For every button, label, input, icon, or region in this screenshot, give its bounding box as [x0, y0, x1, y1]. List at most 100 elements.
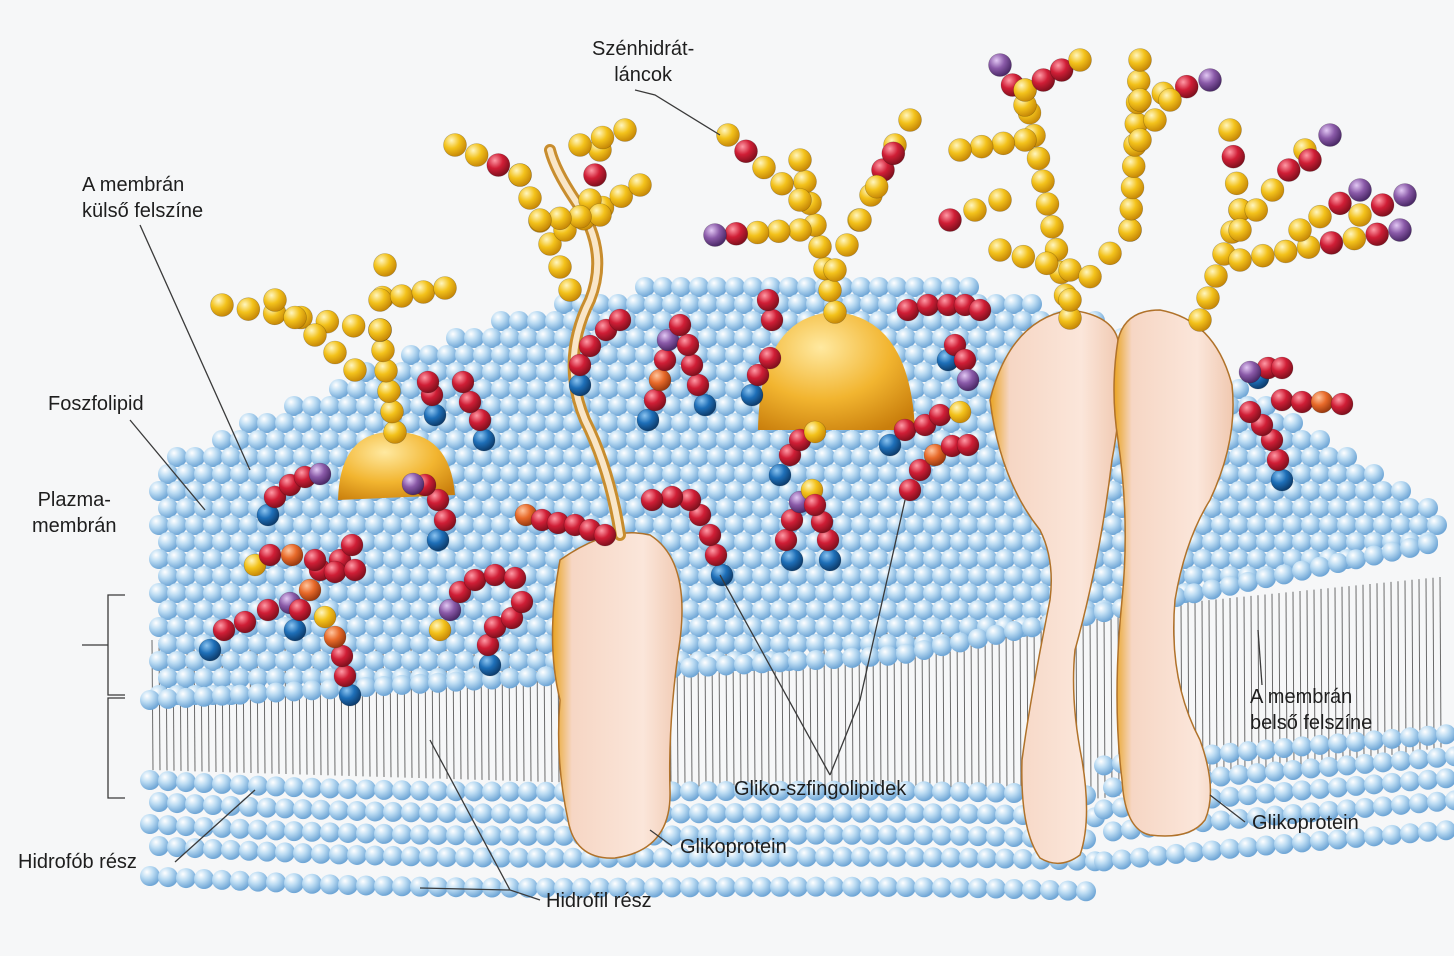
sugar-bead — [849, 209, 872, 232]
lipid-head — [716, 655, 736, 675]
lipid-head — [725, 447, 745, 467]
lipid-head — [329, 413, 349, 433]
sugar-bead — [1289, 219, 1312, 242]
lipid-head — [428, 673, 448, 693]
lipid-head — [617, 447, 637, 467]
sugar-bead — [789, 219, 812, 242]
sugar-bead — [299, 579, 321, 601]
lipid-head — [986, 783, 1006, 803]
lipid-head — [1382, 825, 1402, 845]
lipid-head — [923, 617, 943, 637]
lipid-head — [374, 876, 394, 896]
lipid-head — [725, 617, 745, 637]
lipid-head — [1004, 827, 1024, 847]
sugar-bead — [569, 205, 592, 228]
lipid-head — [419, 345, 439, 365]
lipid-head — [770, 652, 790, 672]
lipid-head — [1427, 792, 1447, 812]
sugar-bead — [424, 404, 446, 426]
lipid-head — [563, 447, 583, 467]
lipid-head — [293, 447, 313, 467]
lipid-head — [221, 515, 241, 535]
lipid-head — [410, 566, 430, 586]
lipid-head — [518, 464, 538, 484]
lipid-head — [1238, 532, 1258, 552]
label-inner-surface: A membrán belső felszíne — [1250, 684, 1372, 736]
lipid-head — [1274, 498, 1294, 518]
lipid-head — [230, 532, 250, 552]
lipid-head — [419, 549, 439, 569]
lipid-head — [842, 600, 862, 620]
sugar-branch — [369, 277, 457, 312]
lipid-head — [995, 515, 1015, 535]
lipid-head — [545, 345, 565, 365]
lipid-head — [626, 328, 646, 348]
lipid-head — [968, 498, 988, 518]
lipid-head — [500, 532, 520, 552]
lipid-head — [329, 379, 349, 399]
label-phospholipid: Foszfolipid — [48, 391, 144, 417]
sugar-bead — [1251, 244, 1274, 267]
lipid-head — [905, 803, 925, 823]
lipid-head — [680, 781, 700, 801]
label-hydrophobic-part: Hidrofób rész — [18, 849, 137, 875]
lipid-head — [212, 532, 232, 552]
lipid-head — [1400, 498, 1420, 518]
lipid-head — [626, 362, 646, 382]
lipid-head — [959, 804, 979, 824]
lipid-head — [1391, 515, 1411, 535]
lipid-head — [977, 345, 997, 365]
lipid-head — [671, 803, 691, 823]
lipid-head — [293, 799, 313, 819]
lipid-head — [824, 825, 844, 845]
lipid-head — [374, 780, 394, 800]
lipid-head — [455, 549, 475, 569]
lipid-head — [158, 815, 178, 835]
lipid-head — [230, 685, 250, 705]
lipid-head — [968, 328, 988, 348]
lipid-head — [788, 877, 808, 897]
sugar-bead — [479, 654, 501, 676]
lipid-head — [806, 600, 826, 620]
lipid-head — [725, 803, 745, 823]
lipid-head — [392, 498, 412, 518]
lipid-head — [329, 515, 349, 535]
lipid-head — [689, 617, 709, 637]
sugar-bead — [929, 404, 951, 426]
sugar-bead — [1144, 109, 1167, 132]
lipid-head — [1418, 534, 1438, 554]
lipid-head — [833, 847, 853, 867]
lipid-head — [914, 566, 934, 586]
lipid-head — [194, 600, 214, 620]
sugar-bead — [809, 235, 832, 258]
lipid-head — [149, 792, 169, 812]
lipid-head — [1400, 823, 1420, 843]
lipid-head — [1004, 621, 1024, 641]
lipid-head — [320, 498, 340, 518]
lipid-head — [203, 839, 223, 859]
sugar-bead — [452, 371, 474, 393]
lipid-head — [500, 464, 520, 484]
sugar-bead — [704, 224, 727, 247]
lipid-head — [770, 877, 790, 897]
lipid-head — [554, 430, 574, 450]
lipid-head — [950, 498, 970, 518]
lipid-head — [1013, 583, 1033, 603]
lipid-head — [797, 847, 817, 867]
lipid-head — [842, 825, 862, 845]
lipid-head — [608, 396, 628, 416]
lipid-head — [248, 430, 268, 450]
lipid-head — [194, 773, 214, 793]
lipid-head — [842, 498, 862, 518]
sugar-bead — [970, 135, 993, 158]
lipid-head — [239, 583, 259, 603]
sugar-bead — [687, 374, 709, 396]
lipid-head — [230, 819, 250, 839]
lipid-head — [176, 868, 196, 888]
lipid-head — [833, 617, 853, 637]
lipid-head — [491, 379, 511, 399]
lipid-head — [779, 277, 799, 297]
sugar-bead — [789, 189, 812, 212]
lipid-head — [158, 634, 178, 654]
